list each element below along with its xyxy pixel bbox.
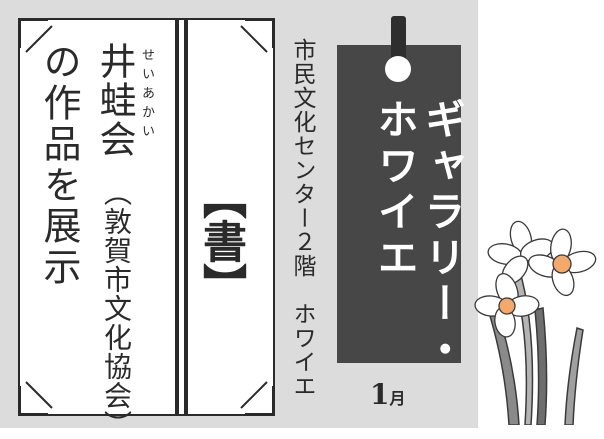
month-label: 1月	[370, 378, 430, 411]
gallery-tag	[337, 45, 461, 363]
corner-ornament-icon	[19, 381, 53, 415]
venue-text: 市民文化センター２階 ホワイエ	[289, 38, 315, 398]
gallery-title-line1: ギャラリー・	[417, 98, 466, 374]
divider-bar	[175, 20, 179, 414]
narcissus-flower-icon	[474, 220, 597, 425]
gallery-title-line2: ホワイエ	[370, 98, 419, 282]
group-affiliation: （敦賀市文化協会）	[100, 178, 133, 439]
exhibit-text: の作品を展示	[37, 42, 81, 288]
corner-ornament-icon	[240, 381, 274, 415]
tag-hole-icon	[385, 56, 411, 82]
corner-ornament-icon	[240, 19, 274, 53]
gallery-title: ギャラリー・ホワイエ	[370, 98, 466, 374]
divider-bar	[184, 20, 188, 414]
month-number: 1	[370, 378, 390, 411]
text-frame	[18, 18, 275, 416]
corner-ornament-icon	[19, 19, 53, 53]
category-label: 【書】	[195, 175, 246, 307]
month-unit: 月	[389, 389, 406, 408]
group-name: 井蛙会	[93, 42, 136, 159]
group-name-ruby: せいあかい	[139, 48, 154, 143]
